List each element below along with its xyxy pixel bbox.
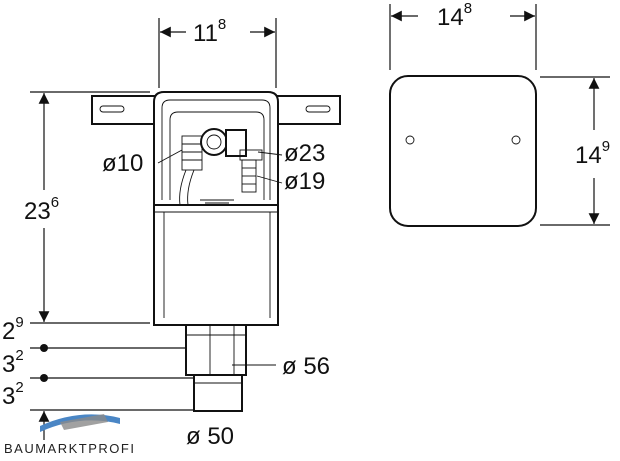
step-label-2: 32 (2, 347, 24, 378)
dia-56-label: ø 56 (282, 353, 330, 380)
lower-box (153, 204, 279, 326)
dia-19-label: ø19 (284, 168, 325, 195)
dimension-width-cover: 148 (389, 0, 537, 70)
step-label-3: 32 (2, 379, 24, 410)
dimension-width-unit: 118 (158, 16, 277, 88)
cover-screw-right (511, 135, 521, 145)
dia-23-label: ø23 (284, 140, 325, 167)
width-unit-label: 118 (193, 16, 226, 47)
dia-50-label: ø 50 (186, 423, 234, 450)
height-cover-label: 149 (575, 138, 610, 169)
bracket-slot-right (305, 105, 331, 113)
cover-plate (389, 75, 537, 227)
baumarktprofi-logo: BAUMARKTPROFI (4, 414, 135, 456)
cover-screw-left (405, 135, 415, 145)
bracket-slot-left (99, 105, 125, 113)
drain-pipe (185, 324, 247, 376)
valve-assembly (179, 128, 263, 206)
dia-23-leader (257, 151, 283, 156)
installation-unit (91, 91, 341, 412)
dia-10-leader (157, 149, 183, 164)
height-unit-label: 236 (24, 194, 59, 225)
dimension-height-unit: 236 (24, 91, 150, 324)
dia-10-label: ø10 (102, 150, 143, 177)
dia-19-leader (256, 175, 283, 184)
dimension-height-cover: 149 (540, 76, 610, 226)
outlet-pipe (193, 374, 243, 412)
width-cover-label: 148 (437, 0, 472, 31)
step-label-1: 29 (2, 314, 24, 345)
logo-text: BAUMARKTPROFI (4, 441, 135, 456)
step-dimensions: 29 32 32 (2, 314, 194, 440)
